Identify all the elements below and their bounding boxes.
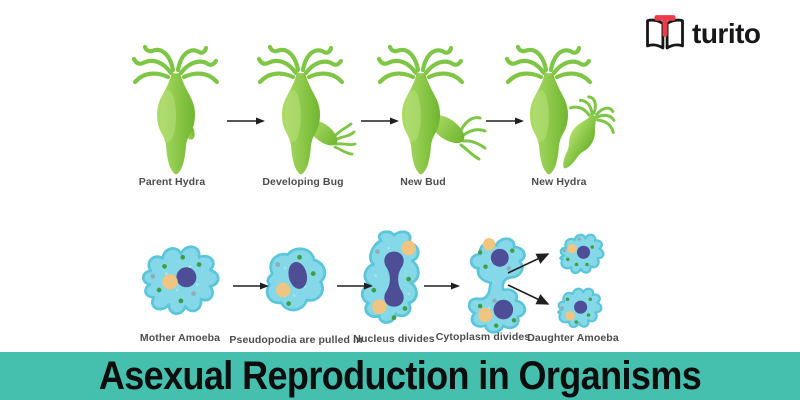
- amoeba-stage-label: Mother Amoeba: [139, 332, 221, 344]
- hydra-stage-label: Developing Bug: [262, 176, 344, 188]
- open-book-icon: [646, 15, 684, 50]
- amoeba-stage-label: Pseudopodia are pulled in: [229, 334, 363, 346]
- title-bar: Asexual Reproduction in Organisms: [0, 352, 800, 400]
- hydra-developing-bud-illustration: [256, 44, 357, 175]
- hydra-new-bud-illustration: [376, 44, 487, 175]
- diverging-arrows-icon: [507, 253, 550, 305]
- amoeba-stage-label: Nucleus divides: [353, 333, 435, 345]
- amoeba-stage-label: Daughter Amoeba: [527, 332, 619, 344]
- amoeba-nucleus-dividing-illustration: [361, 230, 420, 324]
- amoeba-stage-label: Cytoplasm divides: [435, 331, 531, 343]
- amoeba-mother-illustration: [141, 245, 220, 315]
- right-arrow-icon: [337, 282, 373, 290]
- hydra-stage-label: New Hydra: [531, 176, 587, 188]
- turito-logo: turito: [644, 14, 761, 54]
- right-arrow-icon: [361, 117, 399, 125]
- detached-daughter-hydra: [563, 95, 616, 169]
- amoeba-cytoplasm-dividing-illustration: [467, 237, 527, 334]
- right-arrow-icon: [227, 117, 265, 125]
- hydra-stage-label: Parent Hydra: [138, 176, 206, 188]
- right-arrow-icon: [486, 117, 524, 125]
- logo-text: turito: [692, 18, 761, 49]
- amoeba-rounded-illustration: [265, 247, 327, 312]
- hydra-parent-illustration: [131, 44, 220, 175]
- right-arrow-icon: [424, 282, 460, 290]
- amoeba-daughter-1-illustration: [559, 233, 605, 275]
- amoeba-daughter-2-illustration: [557, 287, 603, 329]
- hydra-stage-label: New Bud: [400, 176, 446, 188]
- page-title: Asexual Reproduction in Organisms: [98, 352, 702, 398]
- right-arrow-icon: [233, 282, 269, 290]
- hydra-new-hydra-illustration: [504, 44, 616, 175]
